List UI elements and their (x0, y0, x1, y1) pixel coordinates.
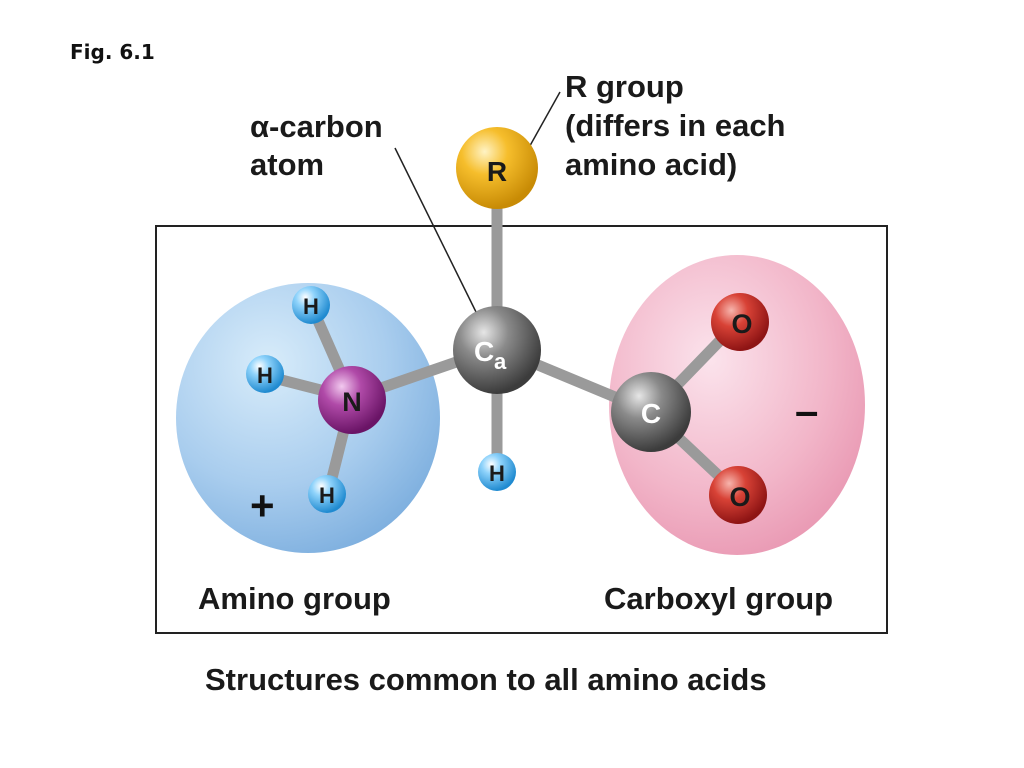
hydrogen-atom-top: H (292, 286, 330, 324)
oxygen-top-label: O (731, 309, 752, 339)
hydrogen-atom-alpha: H (478, 453, 516, 491)
amino-group-label: Amino group (198, 581, 391, 616)
carboxyl-group-label: Carboxyl group (604, 581, 833, 616)
nitrogen-atom: N (318, 366, 386, 434)
hydrogen-atom-bottom: H (308, 475, 346, 513)
alpha-carbon-label: C (474, 336, 494, 367)
hydrogen-bottom-label: H (319, 483, 335, 508)
hydrogen-left-label: H (257, 363, 273, 388)
carboxyl-group-region (609, 255, 865, 555)
carboxyl-carbon-label: C (641, 398, 661, 429)
oxygen-bottom-label: O (729, 482, 750, 512)
alpha-carbon-label-line2: atom (250, 147, 324, 182)
nitrogen-label: N (342, 387, 362, 417)
oxygen-atom-top: O (711, 293, 769, 351)
figure-label: Fig. 6.1 (70, 40, 155, 64)
positive-charge: + (250, 482, 275, 529)
oxygen-atom-bottom: O (709, 466, 767, 524)
alpha-carbon-subscript: a (494, 349, 507, 374)
r-group-label-line2: (differs in each (565, 108, 786, 143)
r-group-atom: R (456, 127, 538, 209)
r-atom-label: R (487, 156, 507, 187)
hydrogen-atom-left: H (246, 355, 284, 393)
r-group-label-line3: amino acid) (565, 147, 737, 182)
r-group-label-line1: R group (565, 69, 684, 104)
carboxyl-carbon-atom: C (611, 372, 691, 452)
hydrogen-alpha-label: H (489, 461, 505, 486)
alpha-carbon-pointer (394, 147, 478, 315)
hydrogen-top-label: H (303, 294, 319, 319)
negative-charge: – (795, 387, 818, 434)
diagram-frame (155, 225, 888, 634)
amino-group-region (176, 283, 440, 553)
alpha-carbon-atom: C a (453, 306, 541, 394)
caption: Structures common to all amino acids (205, 662, 767, 697)
alpha-carbon-label-line1: α-carbon (250, 109, 383, 144)
